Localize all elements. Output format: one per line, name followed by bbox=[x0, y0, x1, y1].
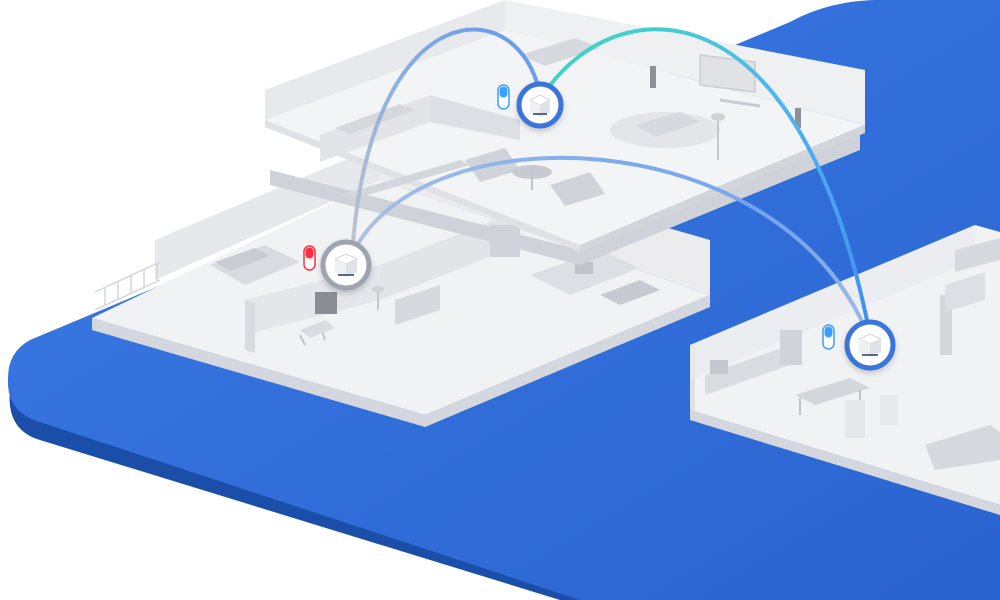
mesh-node-upper[interactable] bbox=[516, 81, 564, 129]
status-indicators bbox=[303, 84, 835, 350]
indicator-lower-offline bbox=[303, 245, 316, 271]
mesh-node-lower[interactable] bbox=[320, 239, 372, 291]
link-upper-to-lower bbox=[350, 27, 542, 257]
router-cube-icon bbox=[529, 94, 551, 117]
router-cube-icon bbox=[858, 333, 882, 357]
indicator-upper-online bbox=[497, 84, 510, 110]
indicator-side-online bbox=[822, 324, 835, 350]
mesh-links bbox=[350, 27, 872, 337]
mesh-node-side[interactable] bbox=[844, 319, 896, 371]
side-building bbox=[690, 225, 1000, 515]
link-upper-to-side bbox=[546, 27, 872, 337]
link-lower-to-side bbox=[350, 155, 870, 337]
mesh-nodes bbox=[320, 81, 896, 371]
router-cube-icon bbox=[334, 253, 358, 277]
